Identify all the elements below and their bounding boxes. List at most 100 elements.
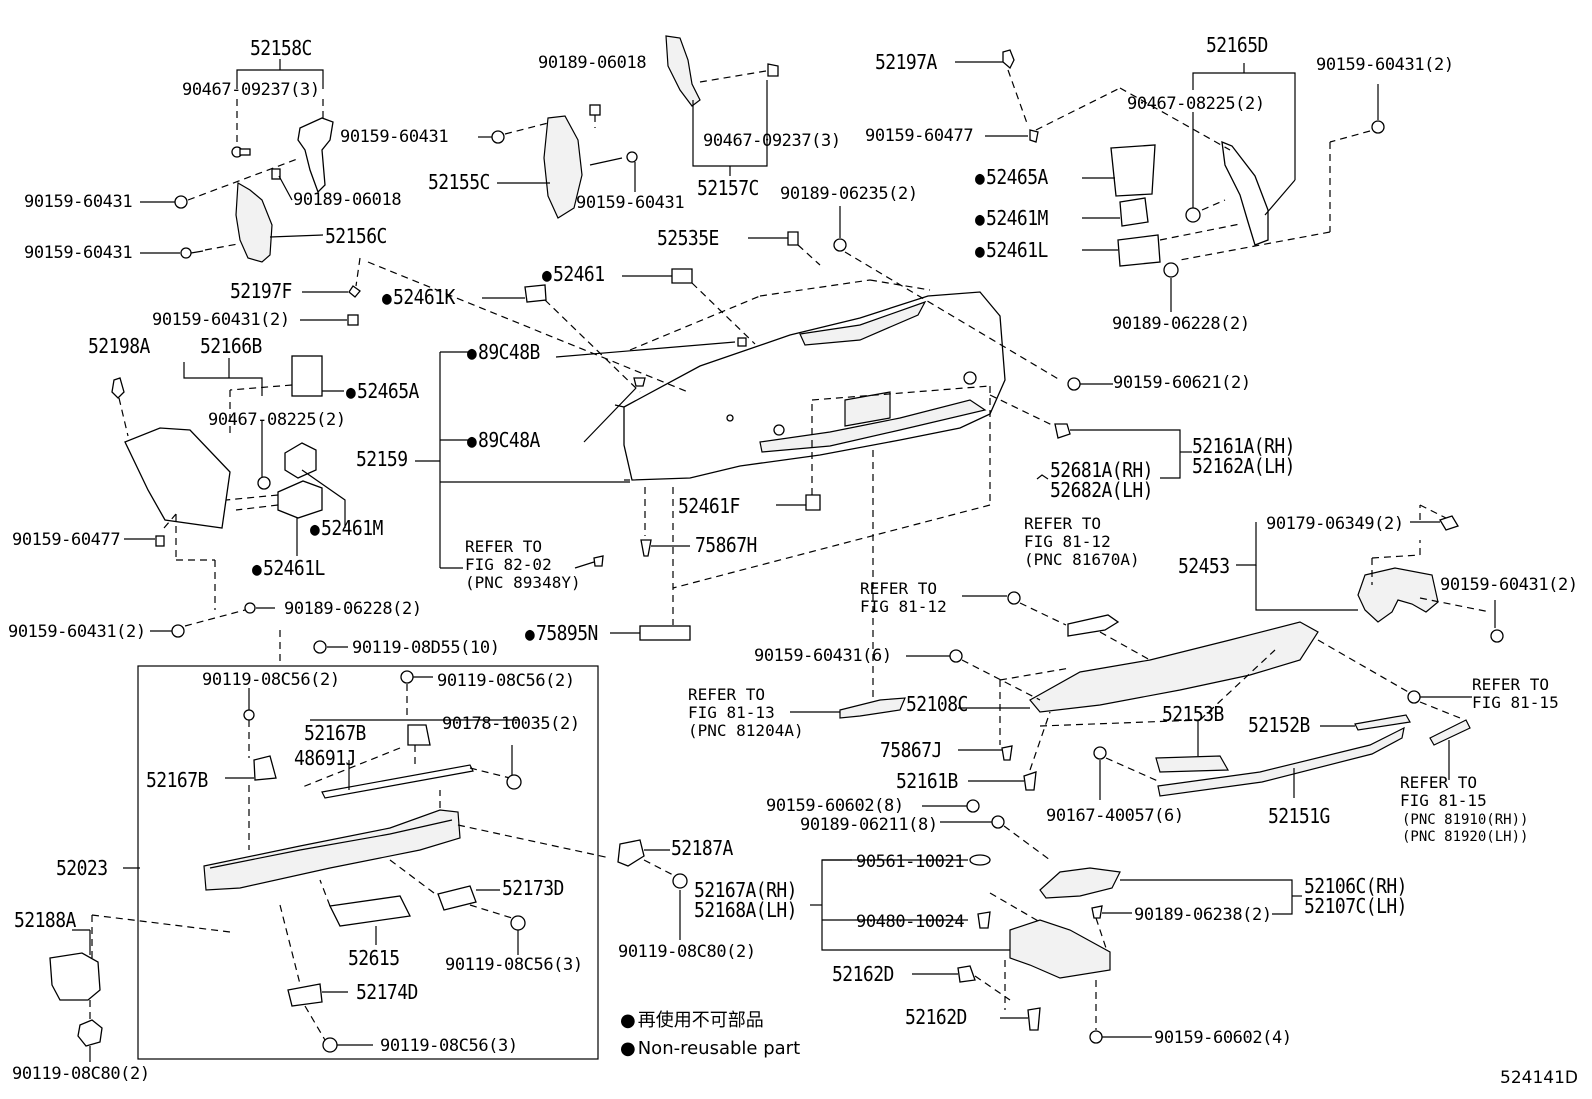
splash-shield-52167A — [1009, 919, 1111, 979]
label-52157C: 52157C — [697, 176, 759, 200]
label-52153B: 52153B — [1162, 702, 1224, 726]
label-90159-60602-4: 90159-60602(4) — [1154, 1028, 1292, 1048]
label-90159-60431-c: 90159-60431 — [24, 243, 133, 263]
label-52173D: 52173D — [502, 876, 564, 900]
bracket-52158C — [297, 117, 334, 194]
label-90561-10021: 90561-10021 — [856, 852, 965, 872]
label-52682A: 52682A(LH) — [1050, 478, 1154, 502]
label-52165D: 52165D — [1206, 33, 1268, 57]
label-90189-06238-2: 90189-06238(2) — [1134, 905, 1272, 925]
label-52156C: 52156C — [325, 224, 387, 248]
label-52108C: 52108C — [906, 692, 968, 716]
label-90159-60431-2-b: 90159-60431(2) — [8, 622, 146, 642]
label-52151G: 52151G — [1268, 804, 1330, 828]
label-52162D-b: 52162D — [905, 1005, 967, 1029]
label-52174D: 52174D — [356, 980, 418, 1004]
label-90159-60431-2-c: 90159-60431(2) — [1316, 55, 1454, 75]
label-52188A: 52188A — [14, 908, 76, 932]
label-52155C: 52155C — [428, 170, 490, 194]
label-52461K: 52461K — [382, 287, 455, 308]
label-90467-09237-3-b: 90467-09237(3) — [703, 131, 841, 151]
label-52461F: 52461F — [678, 494, 740, 518]
label-90119-08C80-2-a: 90119-08C80(2) — [618, 942, 756, 962]
reinforcement-group-box — [137, 665, 599, 1060]
label-90119-08C56-3-a: 90119-08C56(3) — [445, 955, 583, 975]
label-52107C: 52107C(LH) — [1304, 894, 1408, 918]
refer-fig-81-15-b-pnc: (PNC 81910(RH)) (PNC 81920(LH)) — [1402, 812, 1529, 845]
refer-fig-81-15-a: REFER TO FIG 81-15 — [1472, 675, 1559, 712]
label-52453: 52453 — [1178, 554, 1230, 578]
label-75895N: 75895N — [525, 623, 598, 644]
bracket-52156C — [235, 181, 273, 263]
label-48691J: 48691J — [294, 746, 356, 770]
label-52167B-a: 52167B — [304, 721, 366, 745]
label-52461M-right: 52461M — [975, 208, 1048, 229]
label-90467-09237-3: 90467-09237(3) — [182, 80, 320, 100]
label-52461L-right: 52461L — [975, 240, 1048, 261]
label-52461: 52461 — [542, 264, 605, 285]
figure-code: 524141D — [1500, 1068, 1578, 1088]
label-90480-10024: 90480-10024 — [856, 912, 965, 932]
label-90119-08D55-10: 90119-08D55(10) — [352, 638, 500, 658]
refer-fig-82-02: REFER TO FIG 82-02 (PNC 89348Y) — [465, 537, 581, 592]
label-52197F: 52197F — [230, 279, 292, 303]
label-52615: 52615 — [348, 946, 400, 970]
label-90159-60431-d: 90159-60431 — [576, 193, 685, 213]
label-90178-10035-2: 90178-10035(2) — [442, 714, 580, 734]
label-52167B-b: 52167B — [146, 768, 208, 792]
label-90467-08225-2-left: 90467-08225(2) — [208, 410, 346, 430]
label-75867J: 75867J — [880, 738, 942, 762]
retainer-52453 — [1357, 567, 1439, 623]
label-52159: 52159 — [356, 447, 408, 471]
label-52158C: 52158C — [250, 36, 312, 60]
extension-52106C — [1039, 867, 1121, 899]
label-52161A: 52161A(RH) — [1192, 434, 1296, 458]
label-90119-08C56-2-b: 90119-08C56(2) — [437, 671, 575, 691]
label-90159-60431-6: 90159-60431(6) — [754, 646, 892, 666]
label-90189-06018-top: 90189-06018 — [538, 53, 647, 73]
label-52465A-right: 52465A — [975, 167, 1048, 188]
label-52152B: 52152B — [1248, 713, 1310, 737]
label-90167-40057-6: 90167-40057(6) — [1046, 806, 1184, 826]
refer-fig-81-12-b: REFER TO FIG 81-12 — [860, 579, 947, 616]
label-90189-06228-2-left: 90189-06228(2) — [284, 599, 422, 619]
label-90189-06228-2-right: 90189-06228(2) — [1112, 314, 1250, 334]
extension-52108C — [1029, 621, 1319, 713]
label-52465A-left: 52465A — [346, 381, 419, 402]
label-89C48B: 89C48B — [467, 342, 540, 363]
label-52198A: 52198A — [88, 334, 150, 358]
label-90159-60477-left: 90159-60477 — [12, 530, 121, 550]
lower-garnish-52151G — [1157, 726, 1405, 797]
label-52535E: 52535E — [657, 226, 719, 250]
label-52681A: 52681A(RH) — [1050, 458, 1154, 482]
label-90189-06235-2: 90189-06235(2) — [780, 184, 918, 204]
label-52187A: 52187A — [671, 836, 733, 860]
label-90159-60431-b: 90159-60431 — [24, 192, 133, 212]
label-90159-60431-2-a: 90159-60431(2) — [152, 310, 290, 330]
label-89C48A: 89C48A — [467, 430, 540, 451]
label-90119-08C56-2-a: 90119-08C56(2) — [202, 670, 340, 690]
label-52162A: 52162A(LH) — [1192, 454, 1296, 478]
end-cover-52165D — [1221, 140, 1269, 246]
label-52166B: 52166B — [200, 334, 262, 358]
label-52461M-left: 52461M — [310, 518, 383, 539]
legend-english: Non-reusable part — [620, 1040, 800, 1058]
label-90179-06349-2: 90179-06349(2) — [1266, 514, 1404, 534]
label-52161B: 52161B — [896, 769, 958, 793]
label-52106C: 52106C(RH) — [1304, 874, 1408, 898]
refer-fig-81-15-b: REFER TO FIG 81-15 — [1400, 773, 1487, 810]
legend-japanese: 再使用不可部品 — [620, 1012, 764, 1030]
label-52168A: 52168A(LH) — [694, 898, 798, 922]
refer-fig-81-13: REFER TO FIG 81-13 (PNC 81204A) — [688, 685, 804, 740]
label-52023: 52023 — [56, 856, 108, 880]
label-52162D-a: 52162D — [832, 962, 894, 986]
label-90189-06018-a: 90189-06018 — [293, 190, 402, 210]
label-90119-08C56-3-b: 90119-08C56(3) — [380, 1036, 518, 1056]
bracket-52155C — [543, 115, 583, 219]
reinforcement-52023 — [203, 809, 461, 891]
bracket-52157C — [665, 35, 701, 107]
label-52167A: 52167A(RH) — [694, 878, 798, 902]
refer-fig-81-12-a: REFER TO FIG 81-12 (PNC 81670A) — [1024, 514, 1140, 569]
label-90119-08C80-2-b: 90119-08C80(2) — [12, 1064, 150, 1084]
